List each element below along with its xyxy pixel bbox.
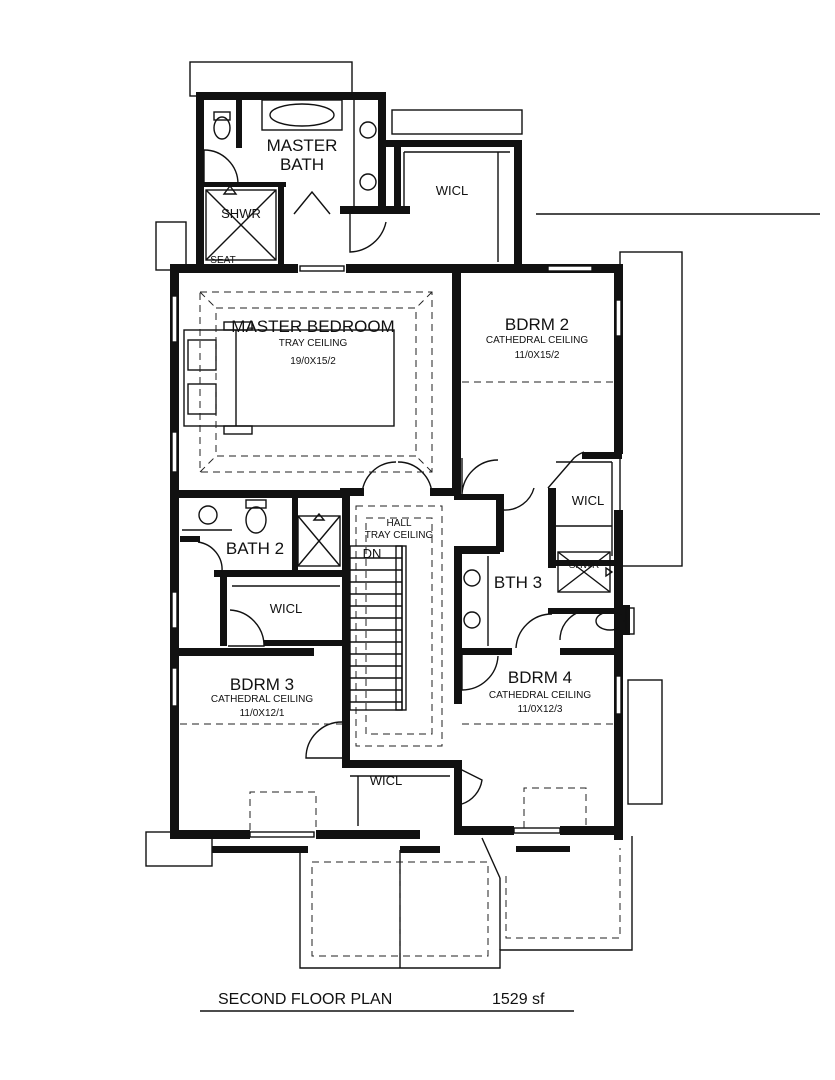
- bdrm3-size: 11/0X12/1: [240, 708, 285, 719]
- hall-ceiling: TRAY CEILING: [365, 530, 434, 541]
- title-block: SECOND FLOOR PLAN 1529 sf: [200, 991, 574, 1012]
- bdrm4-label: BDRM 4: [508, 668, 572, 687]
- bath2-label: BATH 2: [226, 539, 284, 558]
- bdrm2-size: 11/0X15/2: [515, 350, 560, 361]
- bdrm3-label: BDRM 3: [230, 675, 294, 694]
- roof-outlines: [145, 61, 820, 969]
- ceiling-outlines: [180, 291, 614, 830]
- room-labels: MASTER BATH SHWR SEAT WICL MASTER BEDROO…: [210, 136, 604, 788]
- master-bedroom-ceiling: TRAY CEILING: [279, 338, 348, 349]
- windows: [171, 265, 622, 838]
- fixtures: [182, 99, 635, 826]
- hall-label: HALL: [386, 518, 411, 529]
- plan-area: 1529 sf: [492, 991, 545, 1008]
- bdrm4-ceiling: CATHEDRAL CEILING: [489, 690, 591, 701]
- bdrm2-wicl-label: WICL: [572, 493, 605, 508]
- walls: [170, 92, 630, 853]
- bdrm4-size: 11/0X12/3: [518, 704, 563, 715]
- master-bedroom-size: 19/0X15/2: [290, 356, 336, 367]
- stair: [349, 545, 407, 711]
- bdrm3-ceiling: CATHEDRAL CEILING: [211, 694, 313, 705]
- bdrm2-label: BDRM 2: [505, 315, 569, 334]
- master-wicl-label: WICL: [436, 183, 469, 198]
- hall-wicl-label: WICL: [370, 773, 403, 788]
- plan-title: SECOND FLOOR PLAN: [218, 991, 392, 1008]
- bth3-shower-label: SHWR: [569, 560, 600, 571]
- bdrm3-wicl-label: WICL: [270, 601, 303, 616]
- master-bath-label-2: BATH: [280, 155, 324, 174]
- bth3-label: BTH 3: [494, 573, 542, 592]
- stair-dn-label: DN: [363, 546, 382, 561]
- master-bath-label-1: MASTER: [267, 136, 338, 155]
- master-shower-label: SHWR: [221, 206, 261, 221]
- master-bedroom-label: MASTER BEDROOM: [231, 317, 394, 336]
- seat-label: SEAT: [210, 255, 235, 266]
- bdrm2-ceiling: CATHEDRAL CEILING: [486, 335, 588, 346]
- doors: [197, 149, 591, 805]
